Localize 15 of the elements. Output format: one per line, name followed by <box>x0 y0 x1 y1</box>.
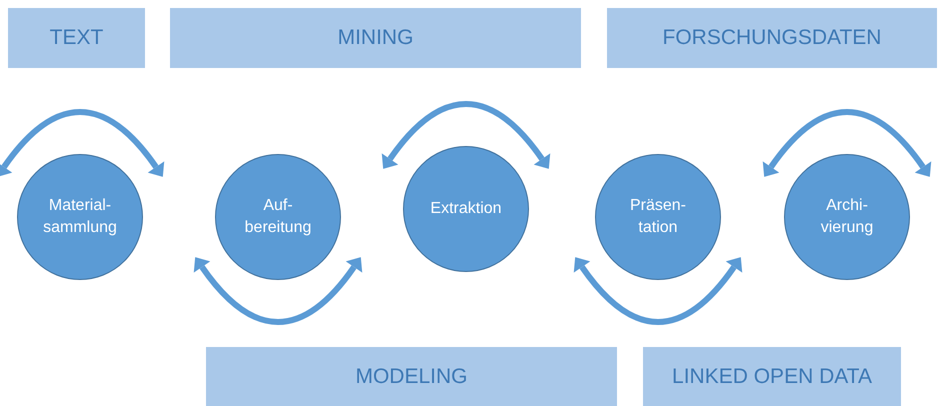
band-label: LINKED OPEN DATA <box>672 364 872 388</box>
category-band <box>607 8 937 68</box>
category-band <box>206 347 617 406</box>
band-label: MINING <box>338 26 414 50</box>
circle-label: Archi-vierung <box>820 196 874 238</box>
band-label: TEXT <box>50 26 104 50</box>
category-band <box>8 8 145 68</box>
circle-label: Präsen-tation <box>628 196 688 238</box>
circle-label: Extraktion <box>429 199 503 220</box>
category-band <box>170 8 581 68</box>
band-label: FORSCHUNGSDATEN <box>662 26 882 50</box>
band-label: MODELING <box>355 364 468 388</box>
circle-label: Material-sammlung <box>42 196 118 238</box>
category-band <box>643 347 901 406</box>
circle-label: Auf-bereitung <box>244 196 312 238</box>
